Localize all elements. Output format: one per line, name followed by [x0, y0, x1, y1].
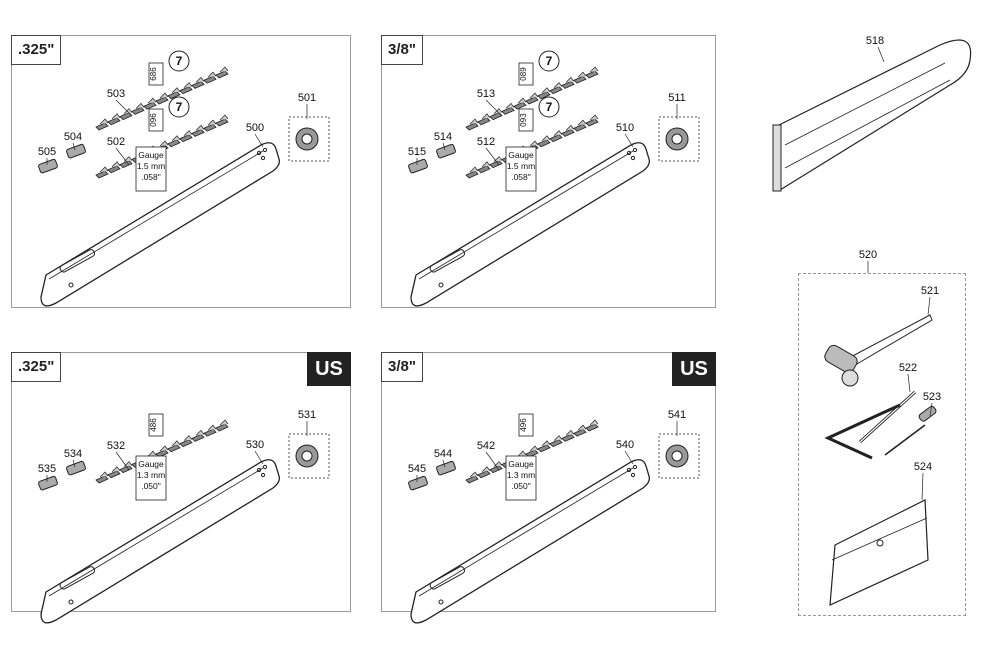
- chain-code: 093: [519, 113, 528, 127]
- part-callout: 542: [477, 440, 495, 452]
- part-callout: 532: [107, 440, 125, 452]
- gauge-text: .058": [511, 172, 531, 182]
- part-callout: 545: [408, 463, 426, 475]
- guide-bar-icon: [410, 142, 651, 307]
- part-callout: 512: [477, 136, 495, 148]
- part-callout: 515: [408, 146, 426, 158]
- chain-link-icon: [38, 158, 58, 174]
- gauge-text: Gauge: [138, 459, 164, 469]
- sprocket-icon: [288, 433, 330, 479]
- gauge-label-box: [505, 146, 537, 192]
- chain-type-mark: 7: [546, 100, 553, 114]
- chain-code: 686: [149, 67, 158, 81]
- gauge-text: .058": [141, 172, 161, 182]
- sprocket-icon: [288, 116, 330, 162]
- chain-link-icon: [38, 475, 58, 491]
- us-badge: US: [672, 352, 716, 386]
- gauge-text: 1.5 mm: [507, 161, 535, 171]
- pin-icon: [884, 405, 937, 456]
- part-callout: 505: [38, 146, 56, 158]
- part-callout: 501: [298, 92, 316, 104]
- chain-code: 096: [149, 113, 158, 127]
- chain-link-icon: [408, 475, 428, 491]
- chain-code: 486: [149, 418, 158, 432]
- chain-link-icon: [436, 143, 456, 159]
- guide-bar-icon: [410, 459, 651, 624]
- gauge-text: Gauge: [508, 150, 534, 160]
- file-icon: [858, 390, 917, 444]
- tool-bag-icon: [829, 499, 929, 606]
- chain-type-mark: 7: [176, 100, 183, 114]
- guide-bar-icon: [40, 142, 281, 307]
- part-callout: 502: [107, 136, 125, 148]
- part-callout: 531: [298, 409, 316, 421]
- scabbard-icon: [772, 39, 972, 192]
- part-callout: 520: [859, 249, 877, 261]
- gauge-text: .050": [141, 481, 161, 491]
- gauge-text: 1.3 mm: [137, 470, 165, 480]
- part-callout: 510: [616, 122, 634, 134]
- pitch-label: 3/8": [381, 35, 423, 65]
- hex-key-icon: [824, 403, 901, 460]
- pitch-label: .325": [11, 35, 62, 65]
- guide-bar-icon: [40, 459, 281, 624]
- chain-link-icon: [66, 460, 86, 476]
- gauge-text: 1.3 mm: [507, 470, 535, 480]
- part-callout: 541: [668, 409, 686, 421]
- part-callout: 504: [64, 131, 82, 143]
- saw-chain-icon: [95, 66, 229, 131]
- part-callout: 544: [434, 448, 452, 460]
- sprocket-icon: [658, 433, 700, 479]
- gauge-text: 1.5 mm: [137, 161, 165, 171]
- gauge-label-box: [505, 455, 537, 501]
- part-callout: 524: [914, 461, 932, 473]
- chain-code: 496: [519, 418, 528, 432]
- part-callout: 540: [616, 439, 634, 451]
- part-callout: 511: [668, 92, 686, 104]
- chain-link-icon: [436, 460, 456, 476]
- combination-wrench-icon: [824, 314, 933, 387]
- saw-chain-icon: [465, 66, 599, 131]
- part-callout: 500: [246, 122, 264, 134]
- us-badge: US: [307, 352, 351, 386]
- part-callout: 530: [246, 439, 264, 451]
- part-callout: 534: [64, 448, 82, 460]
- pitch-label: .325": [11, 352, 62, 382]
- gauge-label-box: [135, 455, 167, 501]
- gauge-text: Gauge: [508, 459, 534, 469]
- panel-325-us: .325" US: [11, 352, 351, 612]
- part-callout: 523: [923, 391, 941, 403]
- part-callout: 514: [434, 131, 452, 143]
- part-callout: 513: [477, 88, 495, 100]
- pitch-label: 3/8": [381, 352, 423, 382]
- accessory-kit-box: [798, 273, 966, 616]
- gauge-label-box: [135, 146, 167, 192]
- part-callout: 522: [899, 362, 917, 374]
- part-callout: 535: [38, 463, 56, 475]
- gauge-text: Gauge: [138, 150, 164, 160]
- part-callout: 503: [107, 88, 125, 100]
- sprocket-icon: [658, 116, 700, 162]
- chain-link-icon: [408, 158, 428, 174]
- chain-type-mark: 7: [546, 54, 553, 68]
- chain-link-icon: [66, 143, 86, 159]
- part-callout: 518: [866, 35, 884, 47]
- chain-type-mark: 7: [176, 54, 183, 68]
- part-callout: 521: [921, 285, 939, 297]
- chain-code: 089: [519, 67, 528, 81]
- gauge-text: .050": [511, 481, 531, 491]
- panel-3-8-us: 3/8" US: [381, 352, 716, 612]
